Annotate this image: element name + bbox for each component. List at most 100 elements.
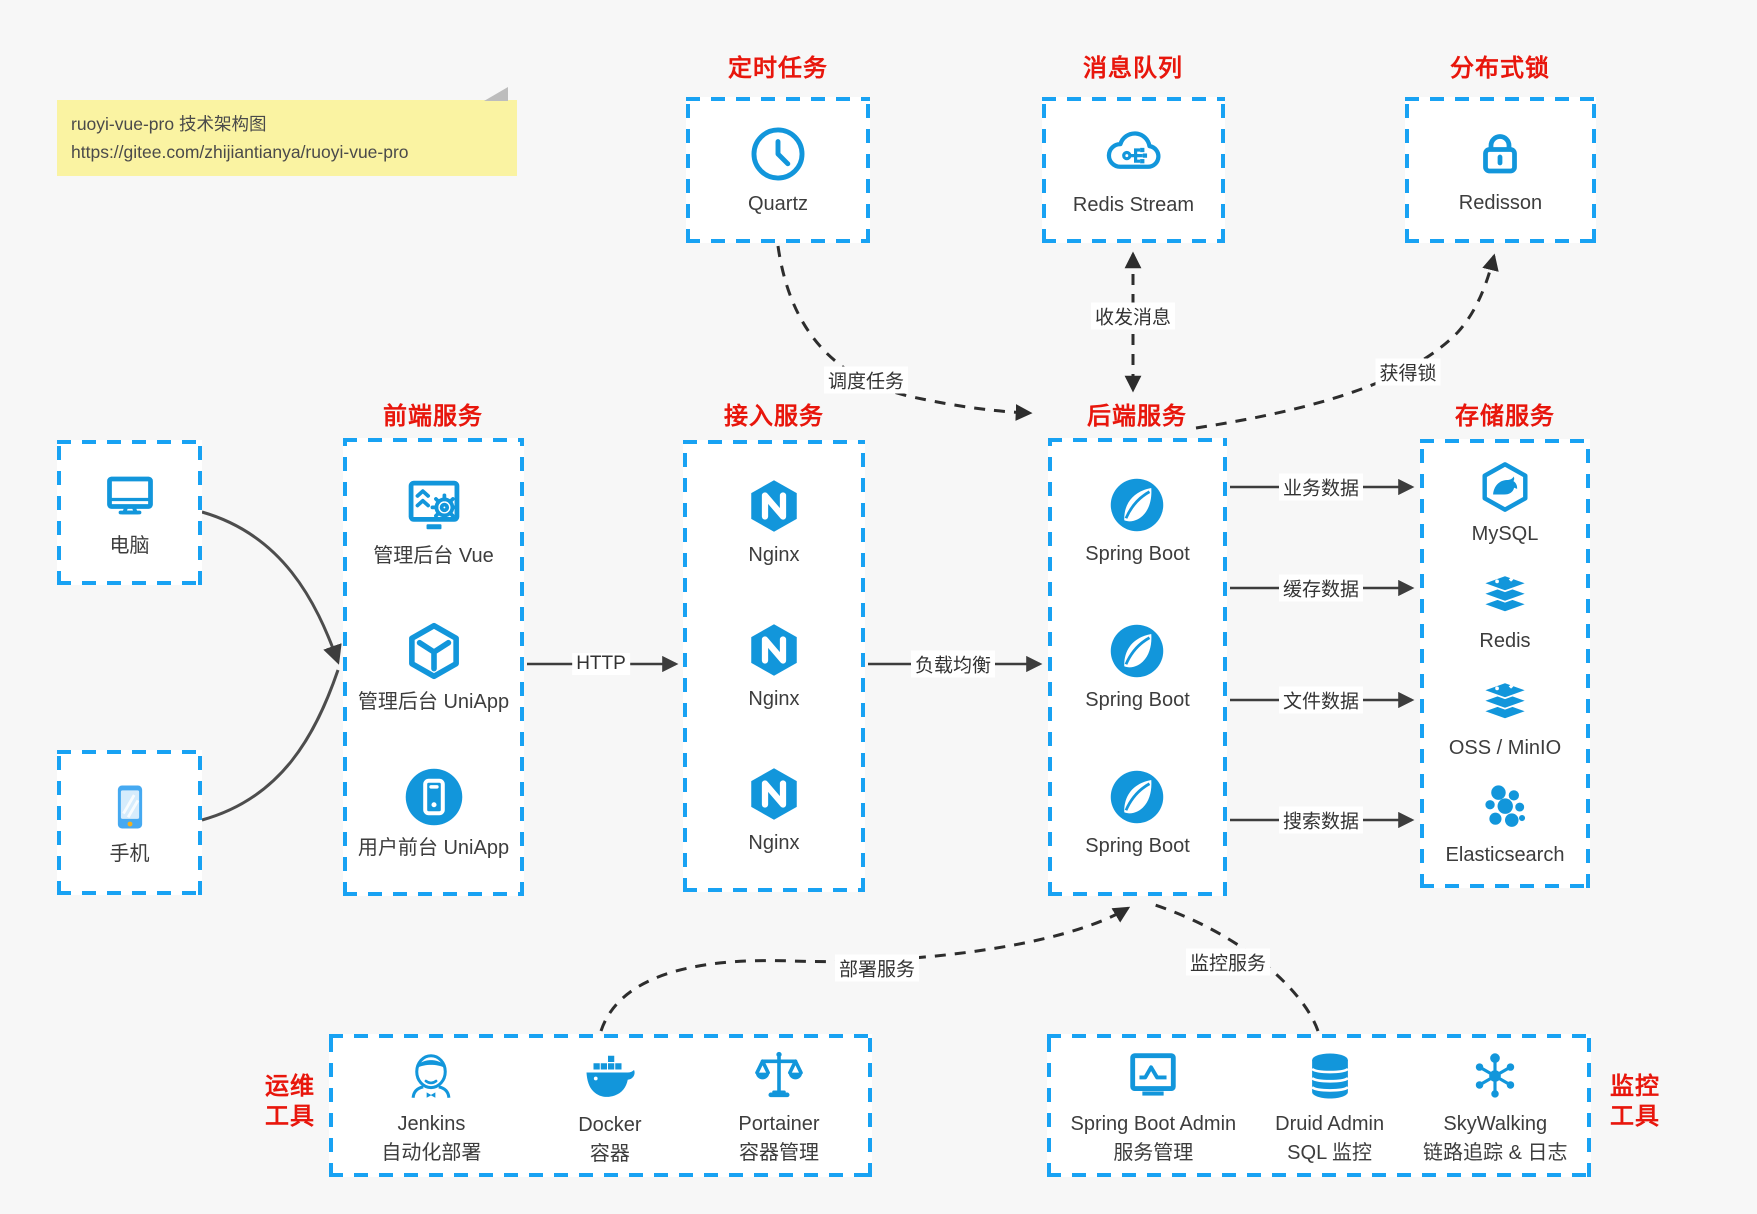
item-label: Spring Boot Admin [1070,1112,1237,1135]
section-title-backend: 后端服务 [1087,403,1187,430]
item-label: Spring Boot [1085,543,1190,565]
section-title-mq: 消息队列 [1083,55,1183,82]
monitoring-title-line1: 监控 [1610,1073,1660,1100]
mobile-phone-icon [117,785,142,828]
scheduler-box: Quartz [686,97,870,243]
item-quartz: Quartz [747,123,809,217]
item-label: Nginx [748,832,800,854]
edge-dispatch-job [776,245,1033,421]
item-label: 手机 [109,842,150,865]
item-skywalking: SkyWalking 链路追踪 & 日志 [1423,1047,1568,1165]
item-label: SkyWalking [1443,1112,1548,1135]
edge-label-load-balance: 负载均衡 [910,650,996,678]
edge-label-cache-data: 缓存数据 [1278,574,1364,602]
item-springboot-2: Spring Boot [1085,621,1190,713]
item-label: Quartz [747,193,809,215]
spring-icon [1111,770,1164,824]
item-label: Redis Stream [1072,194,1195,216]
lock-box: Redisson [1405,97,1596,243]
edge-label-send-receive-msg: 收发消息 [1090,302,1176,330]
item-sublabel: 容器管理 [739,1141,819,1164]
item-admin-uniapp: 管理后台 UniApp [358,619,509,715]
item-oss-minio: OSS / MinIO [1449,673,1561,761]
backend-box: Spring Boot Spring Boot Spring Boot [1048,438,1227,896]
section-title-storage: 存储服务 [1455,403,1555,430]
item-sublabel: 容器 [589,1142,630,1165]
item-pc: 电脑 [100,467,160,559]
item-nginx-1: Nginx [744,476,804,568]
devops-title-line1: 运维 [265,1073,315,1100]
item-label: MySQL [1471,522,1539,545]
item-label: Spring Boot [1085,835,1190,857]
edge-label-file-data: 文件数据 [1278,686,1364,714]
item-label: Spring Boot [1085,689,1190,711]
item-phone: 手机 [102,779,158,867]
uniapp-cube-icon [408,622,459,680]
section-title-devops: 运维 工具 [255,1072,325,1132]
edge-label-monitor-service: 监控服务 [1185,948,1271,976]
druid-icon [1310,1053,1349,1098]
section-title-gateway: 接入服务 [724,403,824,430]
item-label: Redisson [1458,192,1543,214]
section-title-monitoring: 监控 工具 [1600,1072,1670,1132]
redis-icon [1480,574,1530,613]
item-user-uniapp: 用户前台 UniApp [358,765,509,861]
section-title-lock: 分布式锁 [1450,55,1550,82]
edge-label-search-data: 搜索数据 [1278,806,1364,834]
item-label: 用户前台 UniApp [357,837,510,859]
section-title-scheduler: 定时任务 [728,55,828,82]
admin-vue-icon [408,480,459,530]
monitoring-box: Spring Boot Admin 服务管理 Druid Admin SQL 监… [1047,1034,1591,1177]
mysql-icon [1482,461,1528,512]
portainer-icon [755,1051,803,1097]
devops-box: Jenkins 自动化部署 Docker 容器 [329,1034,872,1177]
item-label: 电脑 [109,534,150,557]
item-label: Elasticsearch [1445,844,1565,867]
item-label: Nginx [748,688,800,710]
jenkins-icon [412,1053,451,1098]
monitoring-title-line2: 工具 [1610,1103,1660,1130]
item-druid-admin: Druid Admin SQL 监控 [1275,1047,1384,1165]
item-sublabel: SQL 监控 [1287,1141,1373,1164]
item-sublabel: 自动化部署 [381,1141,482,1164]
oss-icon [1480,681,1530,721]
item-docker: Docker 容器 [578,1046,642,1166]
storage-box: MySQL Redis [1420,439,1590,888]
nginx-icon [751,768,797,820]
frontend-box: 管理后台 Vue 管理后台 UniApp 用户前台 UniApp [343,438,524,896]
note-url: https://gitee.com/zhijiantianya/ruoyi-vu… [71,142,409,162]
note-title: ruoyi-vue-pro 技术架构图 [71,114,267,134]
spring-icon [1111,624,1164,678]
item-mysql: MySQL [1471,459,1539,547]
item-label: Nginx [748,544,800,566]
edge-label-deploy-service: 部署服务 [834,954,920,982]
edge-acquire-lock [1195,253,1499,430]
nginx-icon [751,624,797,676]
item-elasticsearch: Elasticsearch [1445,780,1565,868]
item-redisson: Redisson [1459,124,1542,216]
item-redis-stream: Redis Stream [1073,122,1194,218]
item-label: Docker [578,1113,642,1136]
item-springboot-3: Spring Boot [1085,767,1190,859]
edge-pc-to-frontend [201,510,342,665]
clock-icon [751,127,805,181]
edge-phone-to-frontend [201,669,340,822]
item-label: Portainer [738,1112,820,1135]
item-redis: Redis [1477,566,1533,654]
edge-label-http: HTTP [572,653,630,675]
item-label: 管理后台 UniApp [357,691,510,713]
item-nginx-3: Nginx [744,764,804,856]
docker-icon [586,1055,635,1097]
edge-deploy-service [599,906,1131,1032]
item-label: Jenkins [397,1112,466,1135]
item-sublabel: 链路追踪 & 日志 [1423,1141,1568,1164]
pc-box: 电脑 [57,440,202,585]
item-admin-vue: 管理后台 Vue [373,473,494,569]
gateway-box: Nginx Nginx Nginx [683,440,865,892]
item-nginx-2: Nginx [744,620,804,712]
item-label: Redis [1479,629,1531,652]
item-label: Druid Admin [1275,1112,1385,1135]
item-label: 管理后台 Vue [373,545,494,567]
item-sublabel: 服务管理 [1113,1141,1194,1164]
